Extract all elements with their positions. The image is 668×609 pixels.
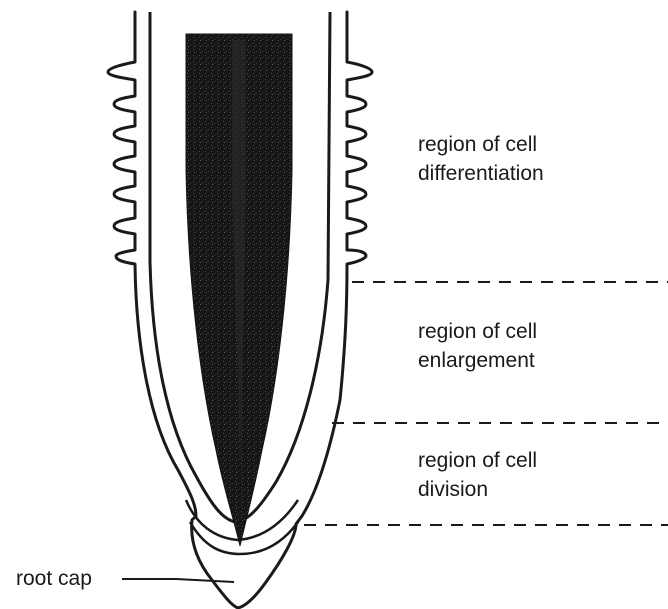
label-region-enlargement: region of cell enlargement: [418, 317, 537, 375]
label-differentiation-line1: region of cell: [418, 130, 544, 159]
label-region-differentiation: region of cell differentiation: [418, 130, 544, 188]
label-root-cap: root cap: [16, 566, 92, 592]
label-enlargement-line1: region of cell: [418, 317, 537, 346]
label-division-line1: region of cell: [418, 446, 537, 475]
label-region-division: region of cell division: [418, 446, 537, 504]
label-differentiation-line2: differentiation: [418, 159, 544, 188]
label-division-line2: division: [418, 475, 537, 504]
label-enlargement-line2: enlargement: [418, 346, 537, 375]
root-cap-pointer-extension: [176, 579, 234, 582]
